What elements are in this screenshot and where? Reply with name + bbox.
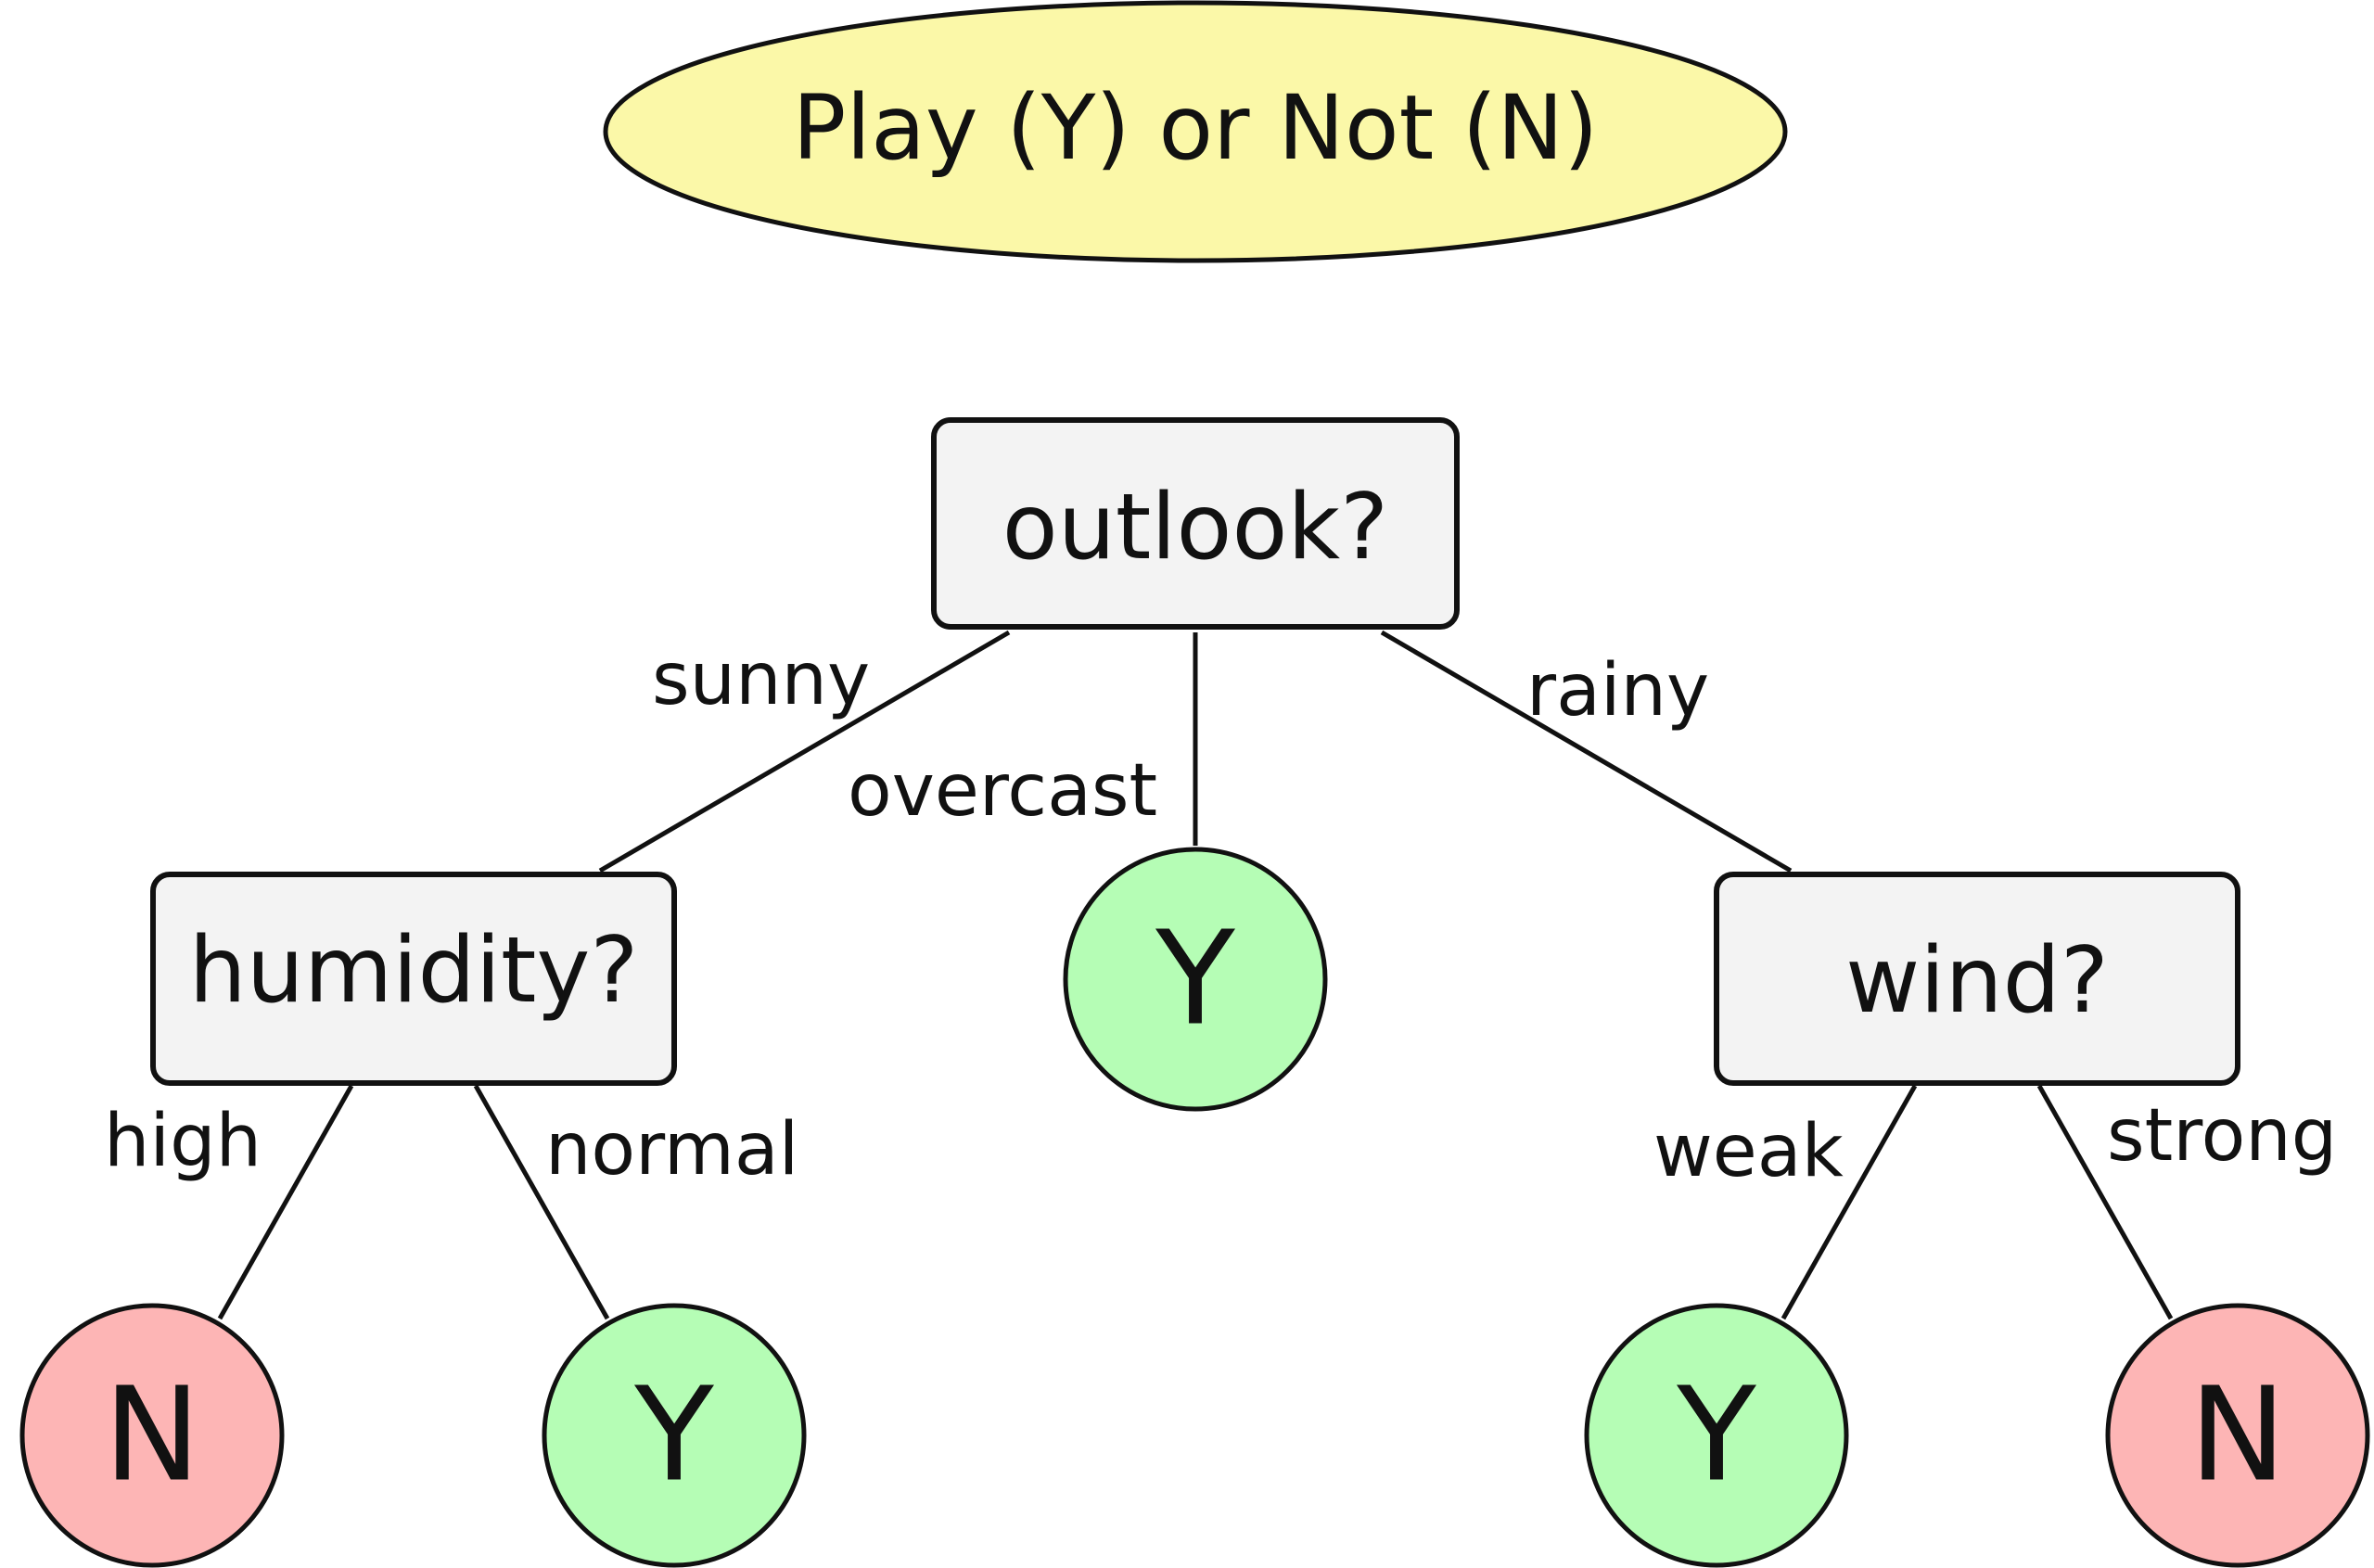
edge-high	[217, 1084, 354, 1320]
leaf-node-normal: Y	[542, 1303, 807, 1568]
leaf-strong-circle	[2105, 1303, 2370, 1568]
edge-labels: sunny overcast rainy high normal weak st…	[104, 638, 2337, 1193]
decision-node-humidity: humidity?	[150, 872, 677, 1086]
edge-sunny	[598, 630, 1011, 873]
leaf-high-circle	[19, 1303, 285, 1568]
edge-label-high: high	[104, 1100, 262, 1183]
humidity-label: humidity?	[189, 918, 639, 1024]
title-text: Play (Y) or Not (N)	[793, 76, 1599, 180]
leaf-overcast-circle	[1063, 847, 1328, 1112]
edge-label-rainy: rainy	[1526, 649, 1709, 733]
edge-rainy	[1380, 630, 1793, 873]
leaf-node-strong: N	[2105, 1303, 2370, 1568]
edge-weak	[1780, 1084, 1918, 1320]
leaf-weak-label: Y	[1676, 1360, 1756, 1511]
leaf-high-label: N	[104, 1360, 201, 1511]
edge-label-normal: normal	[545, 1108, 798, 1192]
wind-box	[1714, 872, 2240, 1086]
edge-label-overcast: overcast	[848, 749, 1157, 833]
edges	[217, 630, 2174, 1320]
leaf-overcast-label: Y	[1155, 904, 1235, 1055]
edge-label-sunny: sunny	[652, 638, 870, 721]
decision-node-outlook: outlook?	[931, 417, 1460, 630]
leaf-node-weak: Y	[1584, 1303, 1849, 1568]
leaf-weak-circle	[1584, 1303, 1849, 1568]
edge-label-weak: weak	[1653, 1110, 1844, 1193]
edge-normal	[473, 1084, 610, 1320]
outlook-box	[931, 417, 1460, 630]
leaf-strong-label: N	[2189, 1360, 2287, 1511]
leaf-normal-circle	[542, 1303, 807, 1568]
wind-label: wind?	[1845, 928, 2109, 1034]
leaf-normal-label: Y	[633, 1360, 714, 1511]
edge-strong	[2036, 1084, 2174, 1320]
decision-node-wind: wind?	[1714, 872, 2240, 1086]
leaf-node-overcast: Y	[1063, 847, 1328, 1112]
title-node: Play (Y) or Not (N)	[603, 0, 1788, 263]
leaf-node-high: N	[19, 1303, 285, 1568]
outlook-label: outlook?	[1002, 475, 1388, 580]
title-ellipse	[603, 0, 1788, 263]
humidity-box	[150, 872, 677, 1086]
edge-label-strong: strong	[2107, 1094, 2337, 1178]
